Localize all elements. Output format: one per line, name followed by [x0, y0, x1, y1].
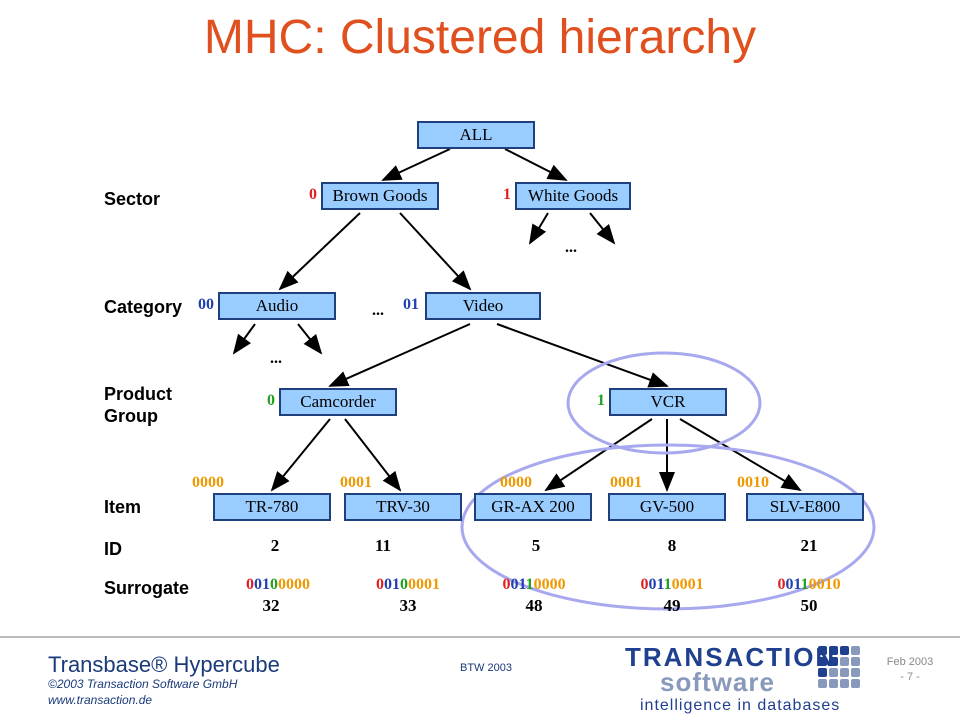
footer-page-number: - 7 -	[900, 671, 920, 683]
row-label-group: Group	[104, 406, 158, 426]
node-vcr: VCR	[609, 388, 727, 416]
code-brown: 0	[309, 186, 317, 203]
surrogate-binary: 00100001	[376, 576, 440, 593]
node-audio: Audio	[218, 292, 336, 320]
logo-text-transaction: TRANSACTION	[625, 642, 837, 672]
row-label-product: Product	[104, 384, 173, 404]
surrogate-decimal: 48	[525, 596, 543, 615]
code-trv30: 0001	[340, 474, 372, 491]
row-label-id: ID	[104, 539, 122, 559]
code-grax200: 0000	[500, 474, 532, 491]
footer-product: Transbase® Hypercube	[48, 652, 280, 677]
node-gv500: GV-500	[608, 493, 726, 521]
node-trv30: TRV-30	[344, 493, 462, 521]
row-label-category: Category	[104, 297, 183, 317]
ellipsis-audio: ...	[270, 350, 282, 367]
ellipsis-white-goods: ...	[565, 239, 577, 256]
logo-tagline: intelligence in databases	[640, 697, 841, 714]
surrogate-decimal: 33	[399, 596, 417, 615]
logo-text-software: software	[660, 667, 775, 697]
node-grax200: GR-AX 200	[474, 493, 592, 521]
node-white-goods: White Goods	[515, 182, 631, 210]
node-brown-goods: Brown Goods	[321, 182, 439, 210]
id-value: 21	[800, 536, 818, 555]
code-vcr: 1	[597, 392, 605, 409]
surrogate-decimal: 32	[262, 596, 280, 615]
code-audio: 00	[198, 296, 214, 313]
code-white: 1	[503, 186, 511, 203]
node-slve800: SLV-E800	[746, 493, 864, 521]
page-title: MHC: Clustered hierarchy	[203, 11, 757, 64]
vcr-ellipse	[566, 351, 762, 455]
vcr-items-ellipse	[460, 443, 876, 611]
surrogate-binary: 00110010	[777, 576, 841, 593]
surrogate-decimal: 49	[663, 596, 681, 615]
node-camcorder: Camcorder	[279, 388, 397, 416]
surrogate-binary: 00110000	[502, 576, 566, 593]
footer-event: BTW 2003	[460, 662, 512, 674]
id-value: 5	[531, 536, 541, 555]
id-value: 11	[374, 536, 392, 555]
code-gv500: 0001	[610, 474, 642, 491]
footer-date: Feb 2003	[886, 656, 934, 668]
row-label-sector: Sector	[104, 189, 161, 209]
row-label-item: Item	[104, 497, 142, 517]
node-tr780: TR-780	[213, 493, 331, 521]
surrogate-decimal: 50	[800, 596, 818, 615]
code-slve800: 0010	[737, 474, 769, 491]
node-all: ALL	[417, 121, 535, 149]
id-value: 8	[667, 536, 677, 555]
code-tr780: 0000	[192, 474, 224, 491]
surrogate-binary: 00100000	[246, 576, 310, 593]
code-camcorder: 0	[267, 392, 275, 409]
node-video: Video	[425, 292, 541, 320]
footer-divider	[0, 636, 960, 638]
surrogate-binary: 00110001	[640, 576, 704, 593]
row-label-surrogate: Surrogate	[104, 578, 190, 598]
id-value: 2	[270, 536, 280, 555]
footer-copyright: ©2003 Transaction Software GmbH	[48, 677, 238, 691]
code-video: 01	[403, 296, 419, 313]
ellipsis-categories: ...	[372, 302, 384, 319]
footer-url: www.transaction.de	[48, 693, 153, 707]
logo-dots-icon	[818, 646, 860, 688]
